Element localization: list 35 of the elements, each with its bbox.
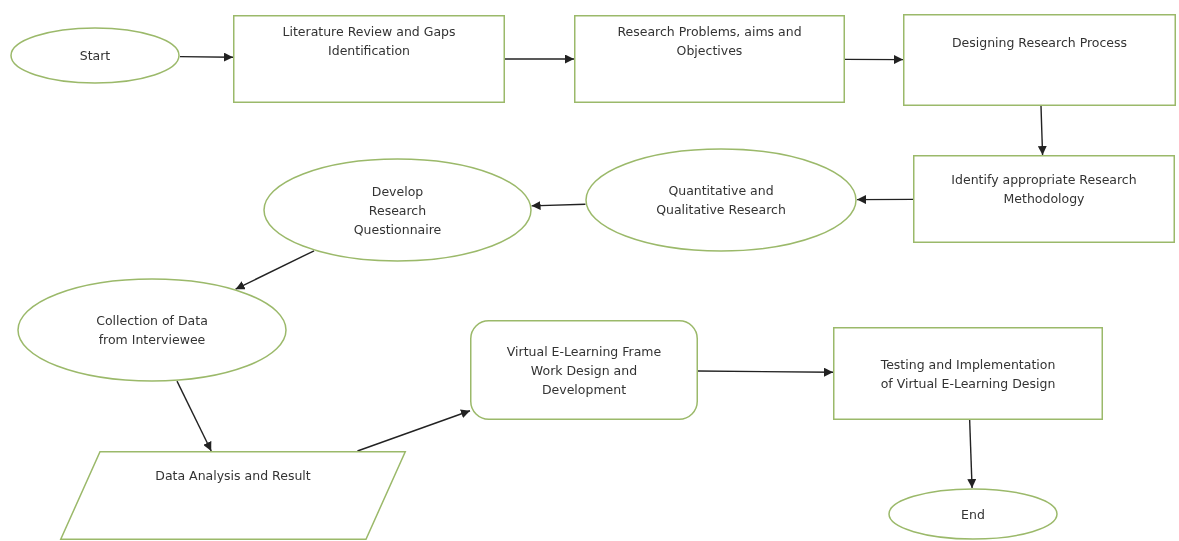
arrow (176, 380, 212, 452)
node-text: Testing and Implementation of Virtual E-Learning Design (879, 355, 1057, 393)
arrow (697, 367, 834, 377)
process-box (913, 155, 1175, 243)
arrow (234, 250, 315, 290)
arrow (844, 55, 904, 65)
process-box (833, 327, 1103, 420)
node-text: Data Analysis and Result (155, 467, 311, 485)
process-ellipse (585, 148, 857, 252)
node-text: Literature Review and Gaps Identification (281, 23, 457, 60)
process-ellipse (263, 158, 532, 262)
terminal-ellipse (10, 27, 180, 84)
node-text: Develop Research Questionnaire (352, 182, 443, 239)
node-text: Virtual E-Learning Frame Work Design and Development (505, 342, 663, 399)
node-text: Start (79, 47, 111, 65)
node-text: End (961, 505, 985, 524)
node-text: Identify appropriate Research Methodology (950, 171, 1138, 208)
process-ellipse (17, 278, 287, 382)
node-text: Quantitative and Qualitative Research (655, 182, 787, 219)
node-text: Research Problems, aims and Objectives (616, 23, 803, 60)
rounded-process-box (470, 320, 698, 420)
arrow (504, 54, 575, 64)
data-parallelogram (60, 451, 406, 540)
process-box (233, 15, 505, 103)
arrow (967, 419, 977, 489)
process-box (574, 15, 845, 103)
arrow (530, 201, 587, 211)
arrow (179, 52, 234, 62)
node-text: Designing Research Process (951, 33, 1128, 52)
arrow (356, 409, 471, 452)
terminal-ellipse (888, 488, 1058, 540)
node-text: Collection of Data from Interviewee (95, 312, 209, 349)
arrow (856, 195, 914, 205)
process-box (903, 14, 1176, 106)
arrow (1037, 105, 1047, 156)
